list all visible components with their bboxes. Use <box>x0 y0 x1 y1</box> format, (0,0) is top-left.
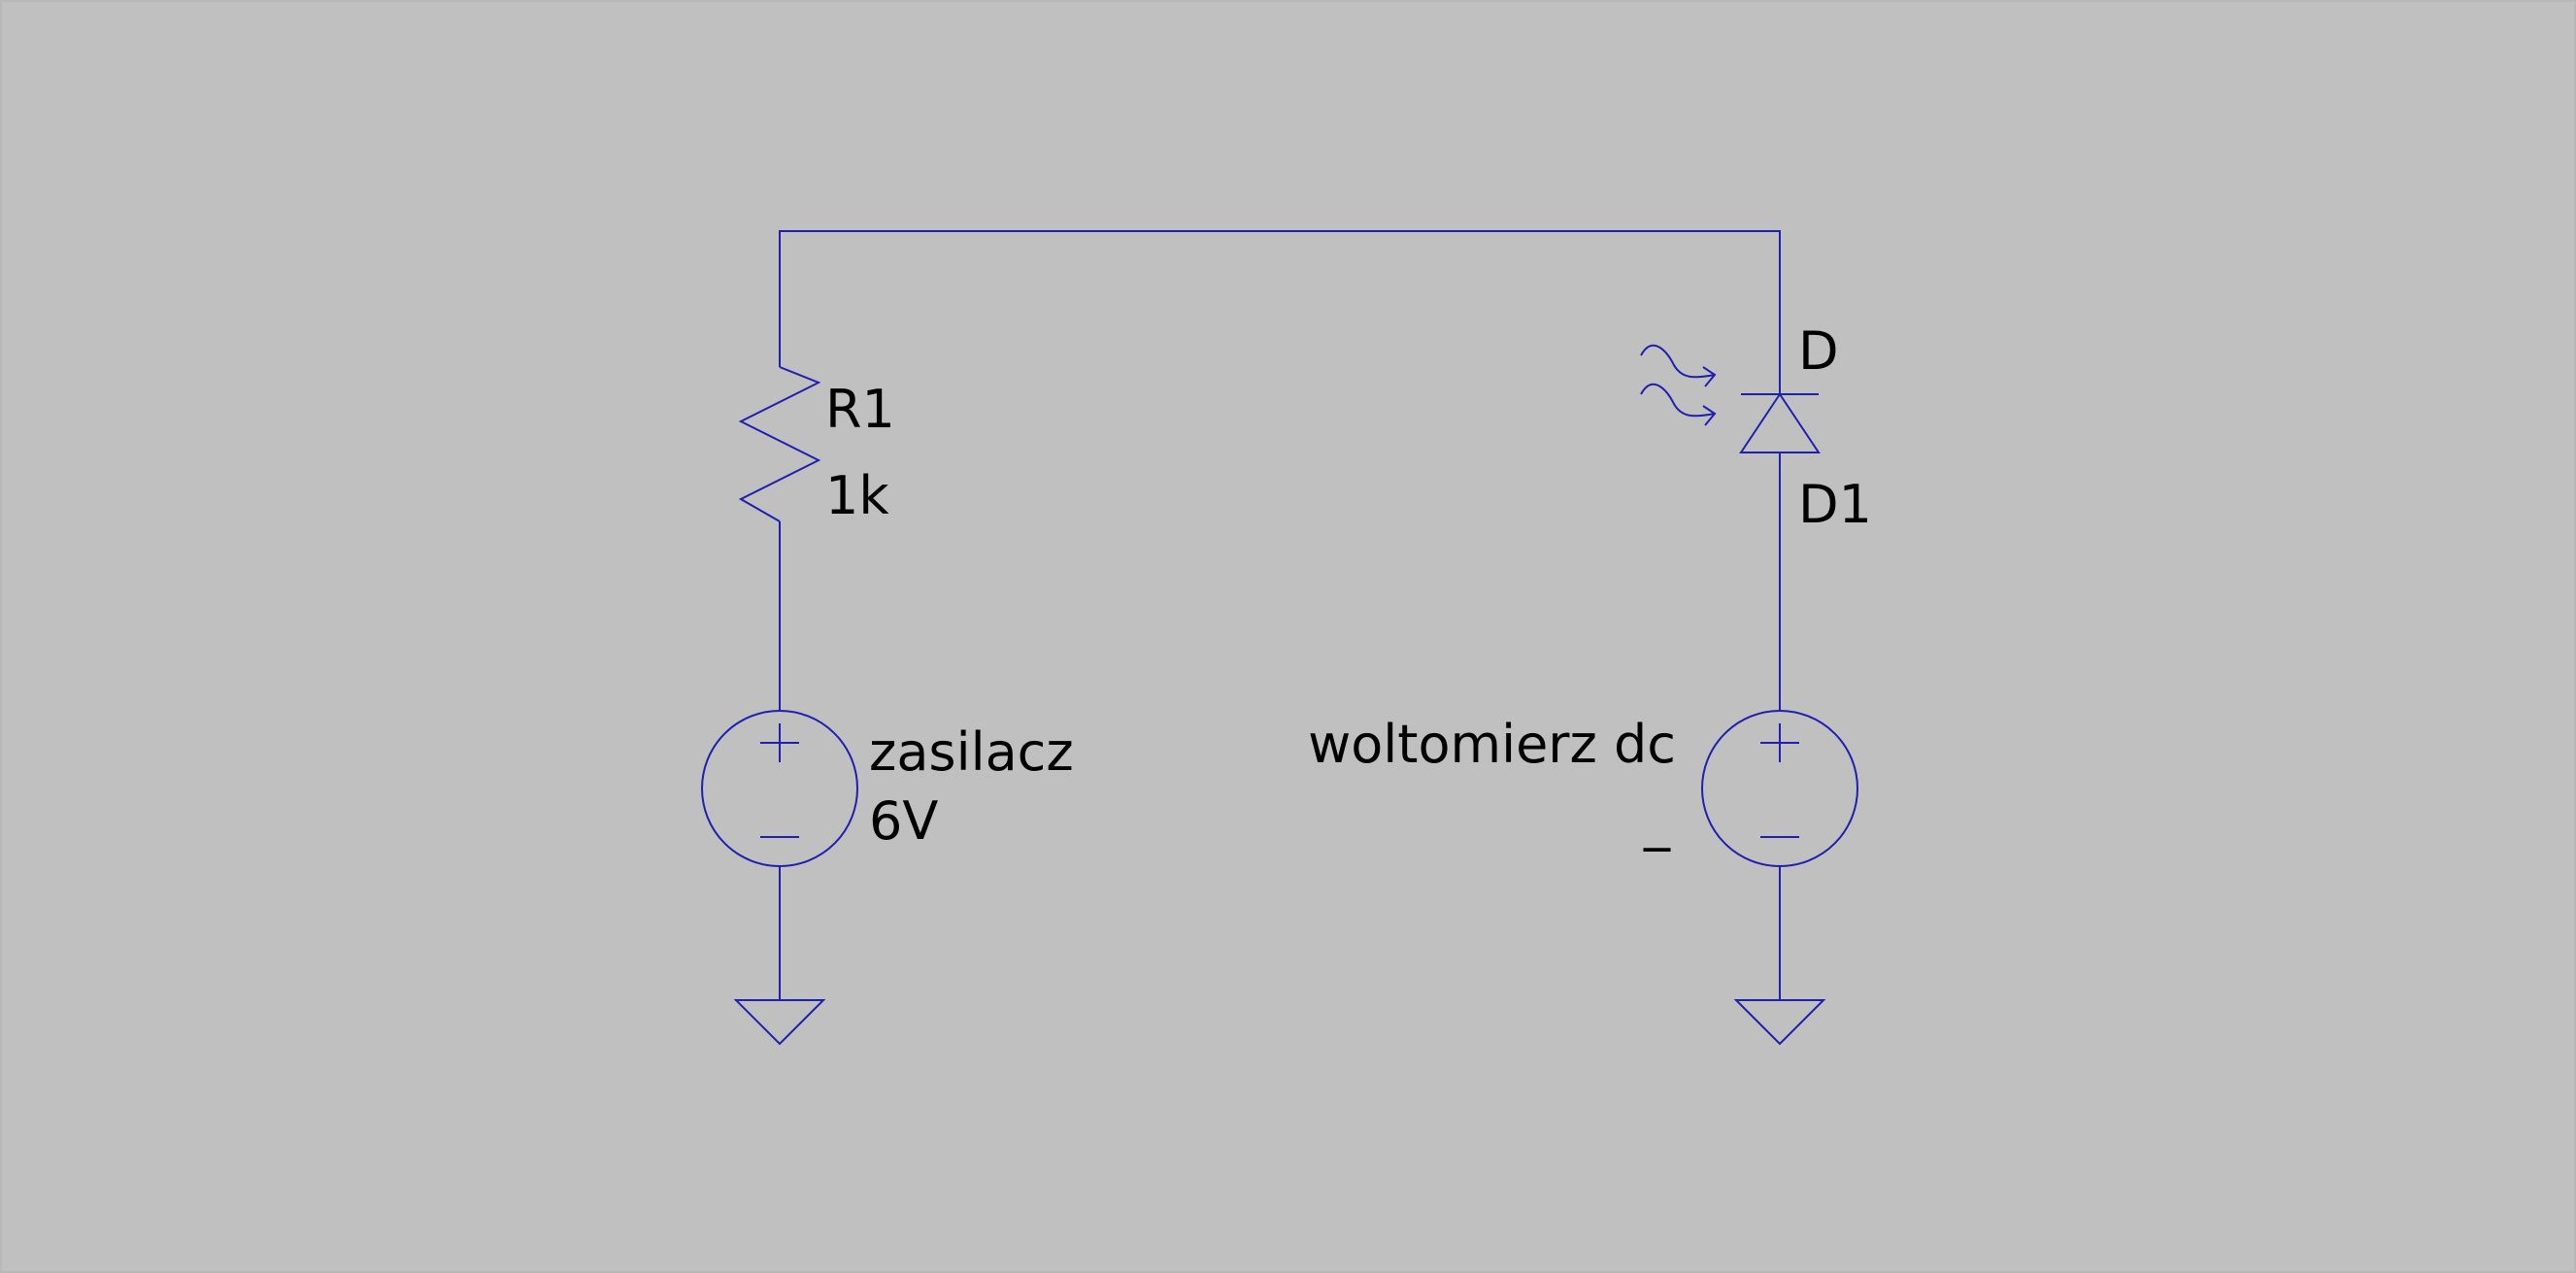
resistor-value-label: 1k <box>825 465 889 526</box>
resistor-icon[interactable] <box>738 366 821 522</box>
voltage-source-icon[interactable] <box>701 710 858 867</box>
ground-icon[interactable] <box>1733 999 1826 1046</box>
left-source-value-label: 6V <box>869 790 938 852</box>
left-source-name-label: zasilacz <box>869 721 1074 783</box>
top-wire <box>779 230 1781 367</box>
wires <box>779 230 1781 1000</box>
resistor-name-label: R1 <box>825 379 895 440</box>
voltage-source-icon[interactable] <box>1701 710 1858 867</box>
diode-type-label: D <box>1798 320 1839 382</box>
ground-icon[interactable] <box>733 999 826 1046</box>
diode-name-label: D1 <box>1798 474 1872 535</box>
led-icon[interactable] <box>1739 348 1821 453</box>
right-source-name-label: woltomierz dc <box>1308 714 1676 775</box>
right-source-value-label: _ <box>1643 790 1671 852</box>
light-emission-icon <box>1640 344 1717 426</box>
